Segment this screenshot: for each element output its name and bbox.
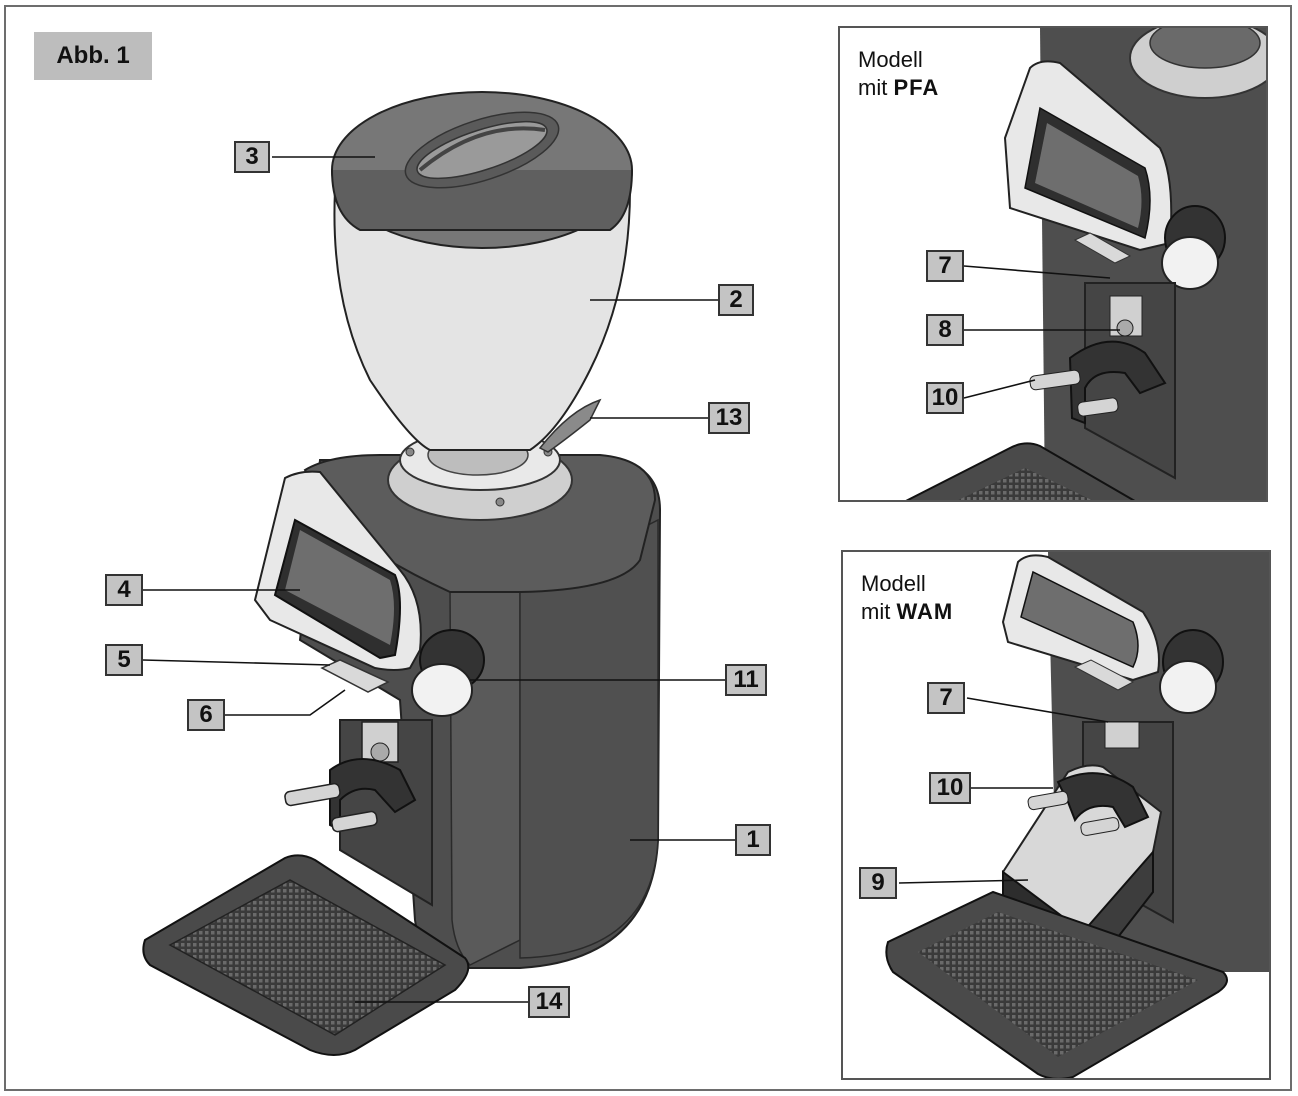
adjustment-knob xyxy=(411,629,485,717)
wam-callout-10: 10 xyxy=(929,772,971,804)
pfa-model-mit: mit xyxy=(858,75,888,100)
wam-model-mit: mit xyxy=(861,599,891,624)
wam-model-name: WAM xyxy=(896,599,954,624)
grinder-main-drawing xyxy=(142,91,735,1056)
wam-callout-7: 7 xyxy=(927,682,965,714)
callout-display: 4 xyxy=(105,574,143,606)
pfa-model-prefix: Modell xyxy=(858,47,923,72)
figure-frame xyxy=(4,5,1292,1091)
drip-tray xyxy=(142,854,470,1056)
inset-model-wam: Modell mit WAM 7 10 9 xyxy=(841,550,1271,1080)
touch-display xyxy=(253,470,422,671)
callout-start-button: 5 xyxy=(105,644,143,676)
callout-lid: 3 xyxy=(234,141,270,173)
pfa-model-label: Modell mit PFA xyxy=(858,46,939,102)
pfa-model-name: PFA xyxy=(893,75,940,100)
callout-hopper-shutter: 13 xyxy=(708,402,750,434)
pfa-drawing xyxy=(905,28,1266,500)
wam-model-prefix: Modell xyxy=(861,571,926,596)
start-button-shape xyxy=(320,659,390,693)
hopper-lid xyxy=(331,91,633,249)
pfa-callout-7: 7 xyxy=(926,250,964,282)
callout-drip-tray: 14 xyxy=(528,986,570,1018)
callout-body: 1 xyxy=(735,824,771,856)
main-illustration: 3 2 13 4 5 6 11 1 14 xyxy=(105,91,771,1056)
wam-callout-9: 9 xyxy=(859,867,897,899)
inset-model-pfa: Modell mit PFA 7 8 10 xyxy=(838,26,1268,502)
wam-model-label: Modell mit WAM xyxy=(861,570,953,626)
bean-hopper xyxy=(333,189,632,453)
pfa-callout-10: 10 xyxy=(926,382,964,414)
pfa-callout-8: 8 xyxy=(926,314,964,346)
leader-lines xyxy=(142,156,735,1003)
figure-title: Abb. 1 xyxy=(34,32,152,80)
portafilter-holder xyxy=(284,719,433,907)
callout-hopper: 2 xyxy=(718,284,754,316)
callout-knob: 11 xyxy=(725,664,767,696)
wam-drawing xyxy=(885,552,1269,1078)
callout-arrow-pointer: 6 xyxy=(187,699,225,731)
